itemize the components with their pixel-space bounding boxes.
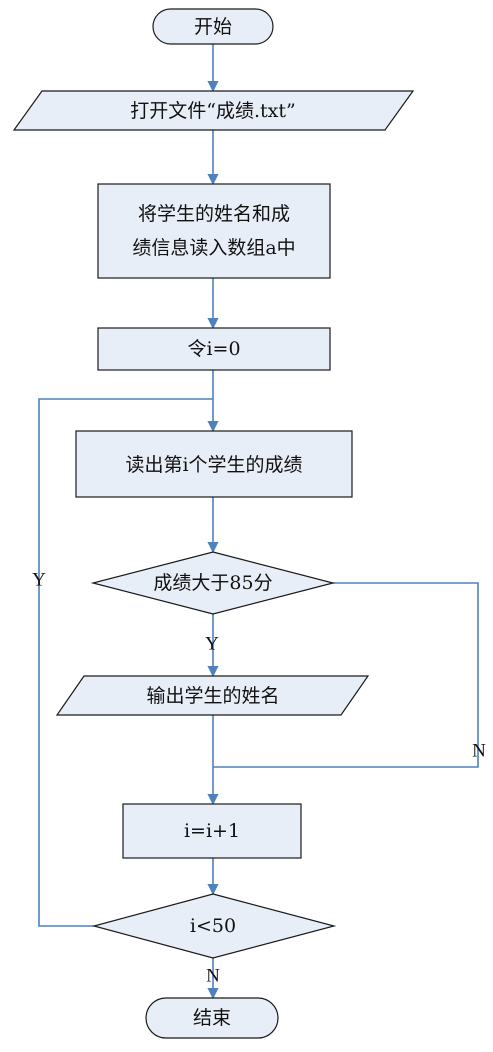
loop-yes-label: Y [32, 570, 46, 591]
score-yes-label: Y [205, 634, 219, 655]
read-data-process [97, 183, 331, 279]
init-label: 令i=0 [187, 338, 240, 360]
start-terminal [152, 8, 274, 45]
end-label: 结束 [193, 1007, 231, 1029]
loop-no-label: N [206, 966, 220, 987]
score-no-label: N [472, 741, 486, 762]
init-process [97, 327, 331, 371]
read-data-label-line1: 将学生的姓名和成 [138, 203, 290, 225]
read-score-process [75, 430, 353, 498]
score-condition-label: 成绩大于85分 [153, 572, 272, 594]
output-name-label: 输出学生的姓名 [146, 685, 279, 707]
open-file-label: 打开文件“成绩.txt” [130, 100, 295, 122]
score-condition-decision [90, 551, 336, 615]
end-terminal [145, 997, 279, 1039]
read-score-label: 读出第i个学生的成绩 [125, 454, 302, 476]
open-file-io [12, 90, 415, 131]
output-name-io [55, 675, 370, 716]
loop-condition-decision [91, 893, 337, 959]
read-data-label-line2: 绩信息读入数组a中 [132, 237, 295, 259]
connector-loop-yes [38, 398, 213, 927]
start-label: 开始 [194, 16, 232, 38]
increment-process [122, 803, 302, 859]
connector-condition-no [213, 582, 479, 768]
loop-condition-label: i<50 [190, 915, 236, 937]
increment-label: i=i+1 [184, 820, 240, 842]
